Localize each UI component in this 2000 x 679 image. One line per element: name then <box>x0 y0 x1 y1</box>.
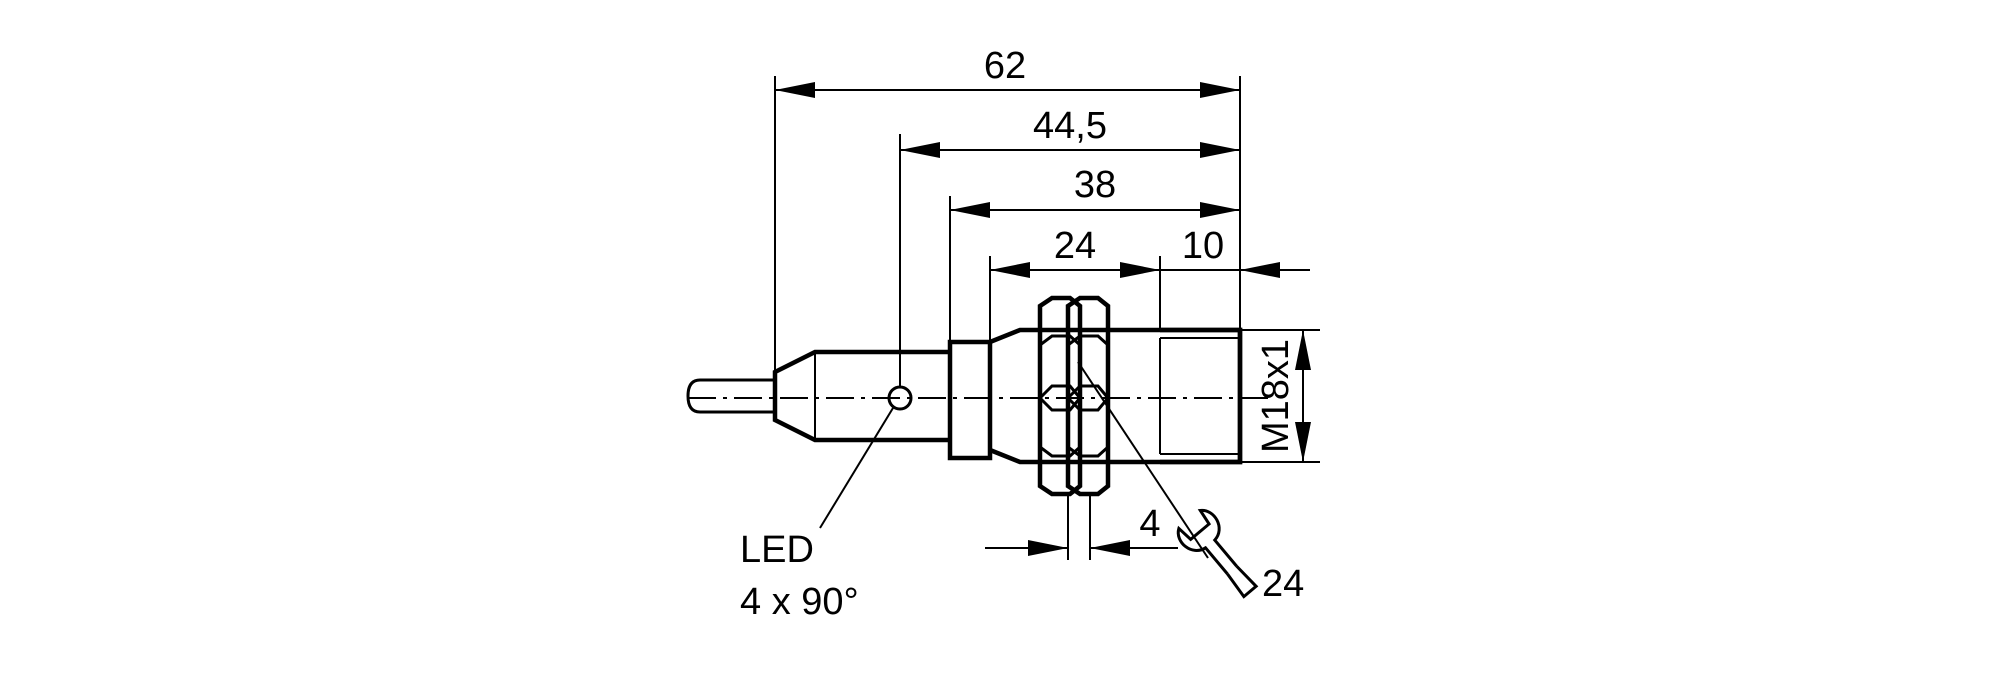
threaded-housing <box>989 327 1243 465</box>
dim-overall-length: 62 <box>775 45 1240 98</box>
dim-label-thread: M18x1 <box>1255 339 1297 453</box>
wrench-size-label: 24 <box>1262 563 1304 605</box>
dim-thread-length: 24 <box>990 225 1160 278</box>
dim-sensing-face-length: 10 <box>1160 225 1310 278</box>
led-callout-title: LED <box>740 529 814 571</box>
sensor-body <box>686 295 1270 497</box>
dim-label-4: 4 <box>1139 503 1160 545</box>
cable-gland <box>772 349 950 443</box>
dim-nut-thickness: 4 <box>985 503 1178 556</box>
extension-lines <box>774 76 1320 560</box>
wrench-callout: 24 <box>1077 361 1304 605</box>
cable <box>686 378 775 414</box>
dim-led-position: 44,5 <box>900 105 1240 158</box>
hex-nut-2 <box>1065 295 1111 497</box>
led-callout: LED 4 x 90° <box>740 407 894 623</box>
wrench-icon <box>1176 508 1259 599</box>
dim-label-62: 62 <box>984 45 1026 87</box>
dim-label-10: 10 <box>1182 225 1224 267</box>
hex-nut-1 <box>1037 295 1083 497</box>
dim-housing-length: 38 <box>950 164 1240 218</box>
housing-shoulder <box>947 339 993 461</box>
dim-label-38: 38 <box>1074 164 1116 206</box>
dim-thread-size: M18x1 <box>1255 330 1311 462</box>
dim-label-44-5: 44,5 <box>1033 105 1107 147</box>
led-callout-detail: 4 x 90° <box>740 581 859 623</box>
sensing-face <box>1160 327 1243 465</box>
dim-label-24: 24 <box>1054 225 1096 267</box>
